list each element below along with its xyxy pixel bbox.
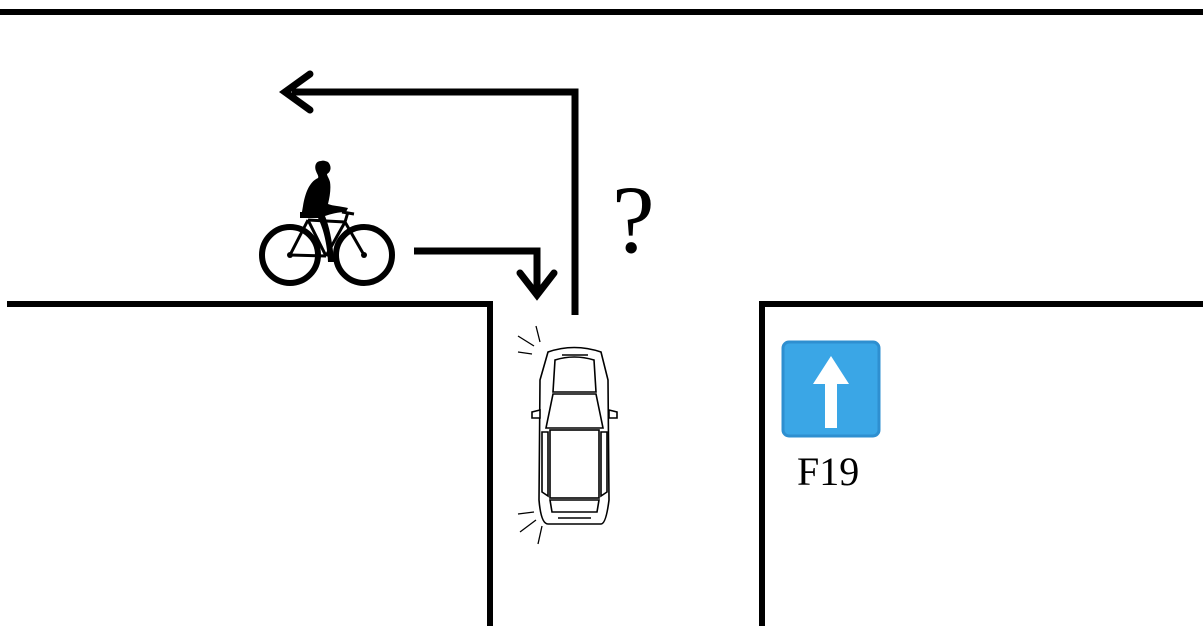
one-way-sign (781, 340, 881, 438)
sign-code-label: F19 (797, 449, 859, 494)
car-path-arrow (279, 70, 579, 315)
road-edges (0, 9, 1203, 626)
left-arrowhead (279, 70, 314, 114)
cyclist-path-line (414, 247, 541, 295)
cyclist-icon (259, 160, 395, 286)
cyclist-path-arrow (414, 247, 558, 301)
road-edge-left-corner (7, 301, 493, 626)
up-arrow-icon (813, 356, 849, 428)
car-path-line (292, 88, 579, 315)
road-edge-right-corner (759, 301, 1203, 626)
down-arrowhead (516, 269, 558, 301)
turn-signal-icon (517, 325, 543, 545)
car-icon (531, 346, 618, 525)
question-mark: ? (612, 166, 655, 273)
